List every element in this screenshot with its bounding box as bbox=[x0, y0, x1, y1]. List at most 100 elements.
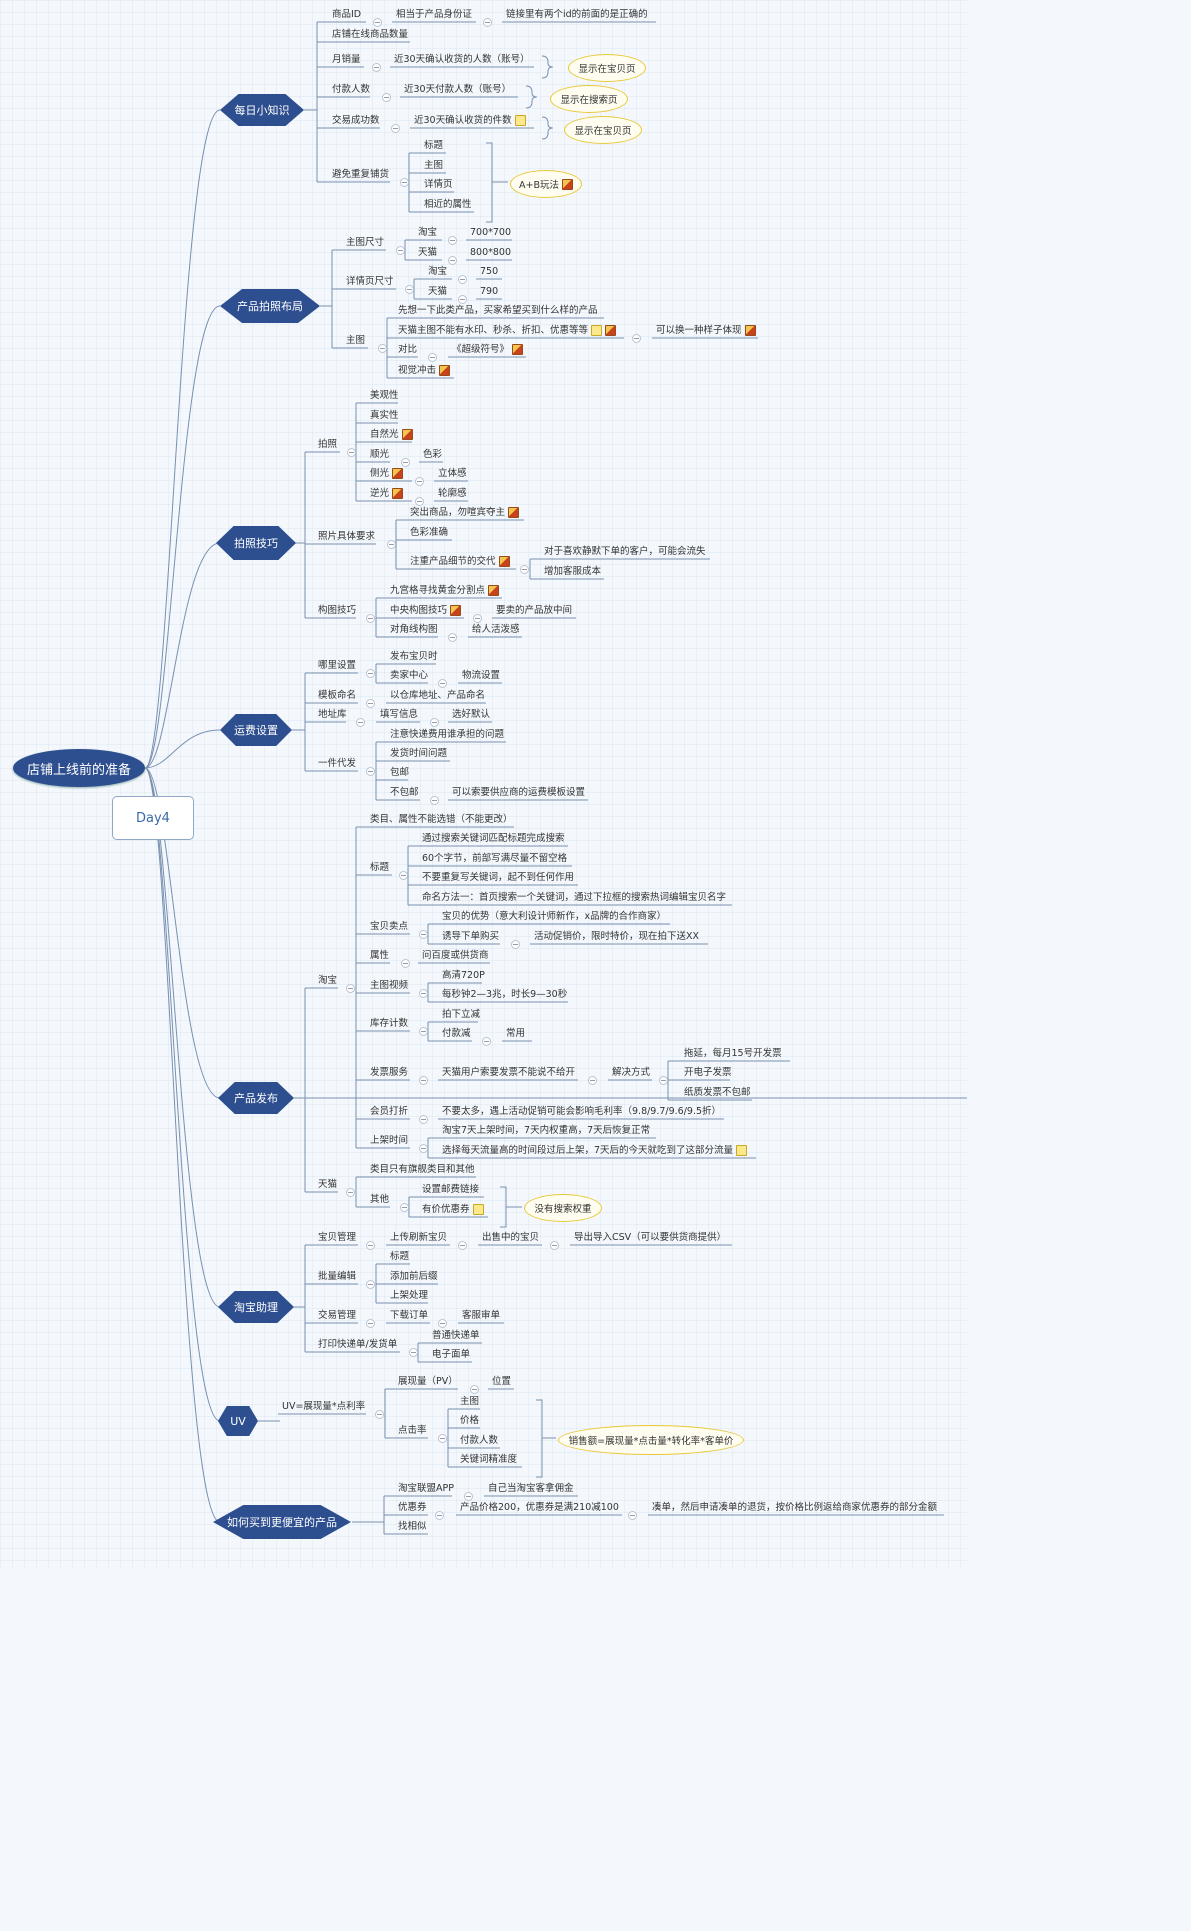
topic-node[interactable]: 展现量（PV） bbox=[398, 1376, 458, 1388]
topic-node[interactable]: 凑单，然后申请凑单的退货，按价格比例返给商家优惠券的部分金额 bbox=[652, 1502, 937, 1514]
topic-node[interactable]: 要卖的产品放中间 bbox=[496, 605, 572, 617]
root-topic[interactable]: 店铺上线前的准备 bbox=[13, 749, 145, 787]
topic-node[interactable]: 淘宝7天上架时间，7天内权重高，7天后恢复正常 bbox=[442, 1125, 650, 1137]
topic-node[interactable]: 物流设置 bbox=[462, 670, 500, 682]
topic-node[interactable]: 选择每天流量高的时间段过后上架，7天后的今天就吃到了这部分流量 bbox=[442, 1145, 748, 1157]
collapse-toggle-icon[interactable] bbox=[415, 497, 424, 506]
topic-node[interactable]: 发货时间问题 bbox=[390, 748, 447, 760]
topic-node[interactable]: 添加前后缀 bbox=[390, 1271, 438, 1283]
topic-node[interactable]: 问百度或供货商 bbox=[422, 950, 489, 962]
collapse-toggle-icon[interactable] bbox=[375, 1410, 384, 1419]
collapse-toggle-icon[interactable] bbox=[372, 63, 381, 72]
topic-node[interactable]: 不要重复写关键词，起不到任何作用 bbox=[422, 872, 574, 884]
topic-node[interactable]: 天猫 bbox=[418, 247, 437, 259]
branch-topic[interactable]: 淘宝助理 bbox=[218, 1291, 294, 1323]
topic-node[interactable]: 色彩准确 bbox=[410, 527, 448, 539]
topic-node[interactable]: 拖延，每月15号开发票 bbox=[684, 1048, 782, 1060]
topic-node[interactable]: 一件代发 bbox=[318, 758, 356, 770]
collapse-toggle-icon[interactable] bbox=[356, 718, 365, 727]
topic-node[interactable]: 下载订单 bbox=[390, 1310, 428, 1322]
topic-node[interactable]: 发布宝贝时 bbox=[390, 651, 438, 663]
collapse-toggle-icon[interactable] bbox=[400, 178, 409, 187]
collapse-toggle-icon[interactable] bbox=[435, 1511, 444, 1520]
collapse-toggle-icon[interactable] bbox=[419, 930, 428, 939]
topic-node[interactable]: 800*800 bbox=[470, 247, 511, 259]
branch-topic[interactable]: 产品发布 bbox=[218, 1082, 294, 1114]
topic-node[interactable]: 750 bbox=[480, 266, 498, 278]
topic-node[interactable]: 自然光 bbox=[370, 429, 413, 441]
callout-bubble[interactable]: 显示在宝贝页 bbox=[568, 54, 646, 82]
collapse-toggle-icon[interactable] bbox=[347, 448, 356, 457]
topic-node[interactable]: 注意快递费用谁承担的问题 bbox=[390, 729, 504, 741]
topic-node[interactable]: 先想一下此类产品，买家希望买到什么样的产品 bbox=[398, 305, 598, 317]
topic-node[interactable]: 照片具体要求 bbox=[318, 531, 375, 543]
topic-node[interactable]: 不要太多，遇上活动促销可能会影响毛利率（9.8/9.7/9.6/9.5折） bbox=[442, 1106, 721, 1118]
topic-node[interactable]: 付款人数 bbox=[332, 84, 370, 96]
collapse-toggle-icon[interactable] bbox=[511, 940, 520, 949]
topic-node[interactable]: 会员打折 bbox=[370, 1106, 408, 1118]
topic-node[interactable]: 淘宝 bbox=[318, 975, 337, 987]
collapse-toggle-icon[interactable] bbox=[438, 679, 447, 688]
topic-node[interactable]: 逆光 bbox=[370, 488, 404, 500]
topic-node[interactable]: 主图尺寸 bbox=[346, 237, 384, 249]
topic-node[interactable]: 美观性 bbox=[370, 390, 399, 402]
collapse-toggle-icon[interactable] bbox=[366, 767, 375, 776]
topic-node[interactable]: 主图视频 bbox=[370, 980, 408, 992]
topic-node[interactable]: 纸质发票不包邮 bbox=[684, 1087, 751, 1099]
topic-node[interactable]: 上架处理 bbox=[390, 1290, 428, 1302]
topic-node[interactable]: 中央构图技巧 bbox=[390, 605, 462, 617]
collapse-toggle-icon[interactable] bbox=[448, 256, 457, 265]
collapse-toggle-icon[interactable] bbox=[396, 246, 405, 255]
topic-node[interactable]: 哪里设置 bbox=[318, 660, 356, 672]
topic-node[interactable]: 天猫 bbox=[428, 286, 447, 298]
topic-node[interactable]: 模板命名 bbox=[318, 690, 356, 702]
topic-node[interactable]: 发票服务 bbox=[370, 1067, 408, 1079]
topic-node[interactable]: 天猫主图不能有水印、秒杀、折扣、优惠等等 bbox=[398, 325, 617, 337]
topic-node[interactable]: 商品ID bbox=[332, 9, 361, 21]
collapse-toggle-icon[interactable] bbox=[419, 1076, 428, 1085]
collapse-toggle-icon[interactable] bbox=[428, 353, 437, 362]
topic-node[interactable]: 找相似 bbox=[398, 1521, 427, 1533]
topic-node[interactable]: 命名方法一：首页搜索一个关键词，通过下拉框的搜索热词编辑宝贝名字 bbox=[422, 892, 726, 904]
topic-node[interactable]: 有价优惠券 bbox=[422, 1204, 484, 1216]
topic-node[interactable]: 轮廓感 bbox=[438, 488, 467, 500]
collapse-toggle-icon[interactable] bbox=[482, 1037, 491, 1046]
topic-node[interactable]: 视觉冲击 bbox=[398, 365, 451, 377]
topic-node[interactable]: 详情页尺寸 bbox=[346, 276, 394, 288]
collapse-toggle-icon[interactable] bbox=[378, 344, 387, 353]
topic-node[interactable]: 主图 bbox=[346, 335, 365, 347]
topic-node[interactable]: 近30天确认收货的人数（账号） bbox=[394, 54, 530, 66]
topic-node[interactable]: 淘宝 bbox=[428, 266, 447, 278]
collapse-toggle-icon[interactable] bbox=[400, 1203, 409, 1212]
topic-node[interactable]: 700*700 bbox=[470, 227, 511, 239]
topic-node[interactable]: 可以换一种样子体现 bbox=[656, 325, 756, 337]
collapse-toggle-icon[interactable] bbox=[448, 236, 457, 245]
branch-topic[interactable]: 运费设置 bbox=[220, 714, 292, 746]
collapse-toggle-icon[interactable] bbox=[458, 295, 467, 304]
topic-node[interactable]: 点击率 bbox=[398, 1425, 427, 1437]
topic-node[interactable]: 通过搜索关键词匹配标题完成搜索 bbox=[422, 833, 565, 845]
callout-bubble[interactable]: 显示在搜索页 bbox=[550, 85, 628, 113]
collapse-toggle-icon[interactable] bbox=[399, 871, 408, 880]
topic-node[interactable]: 详情页 bbox=[424, 179, 453, 191]
collapse-toggle-icon[interactable] bbox=[366, 1241, 375, 1250]
topic-node[interactable]: 库存计数 bbox=[370, 1018, 408, 1030]
topic-node[interactable]: 近30天付款人数（账号） bbox=[404, 84, 511, 96]
topic-node[interactable]: 宝贝卖点 bbox=[370, 921, 408, 933]
topic-node[interactable]: 标题 bbox=[390, 1251, 409, 1263]
topic-node[interactable]: 卖家中心 bbox=[390, 670, 428, 682]
topic-node[interactable]: 上架时间 bbox=[370, 1135, 408, 1147]
collapse-toggle-icon[interactable] bbox=[366, 669, 375, 678]
collapse-toggle-icon[interactable] bbox=[550, 1241, 559, 1250]
topic-node[interactable]: 月销量 bbox=[332, 54, 361, 66]
collapse-toggle-icon[interactable] bbox=[387, 540, 396, 549]
topic-node[interactable]: 店铺在线商品数量 bbox=[332, 29, 408, 41]
topic-node[interactable]: 拍照 bbox=[318, 439, 337, 451]
topic-node[interactable]: UV=展现量*点利率 bbox=[282, 1401, 365, 1413]
collapse-toggle-icon[interactable] bbox=[470, 1385, 479, 1394]
collapse-toggle-icon[interactable] bbox=[346, 1188, 355, 1197]
topic-node[interactable]: 宝贝管理 bbox=[318, 1232, 356, 1244]
collapse-toggle-icon[interactable] bbox=[659, 1076, 668, 1085]
topic-node[interactable]: 对角线构图 bbox=[390, 624, 438, 636]
topic-node[interactable]: 主图 bbox=[424, 160, 443, 172]
